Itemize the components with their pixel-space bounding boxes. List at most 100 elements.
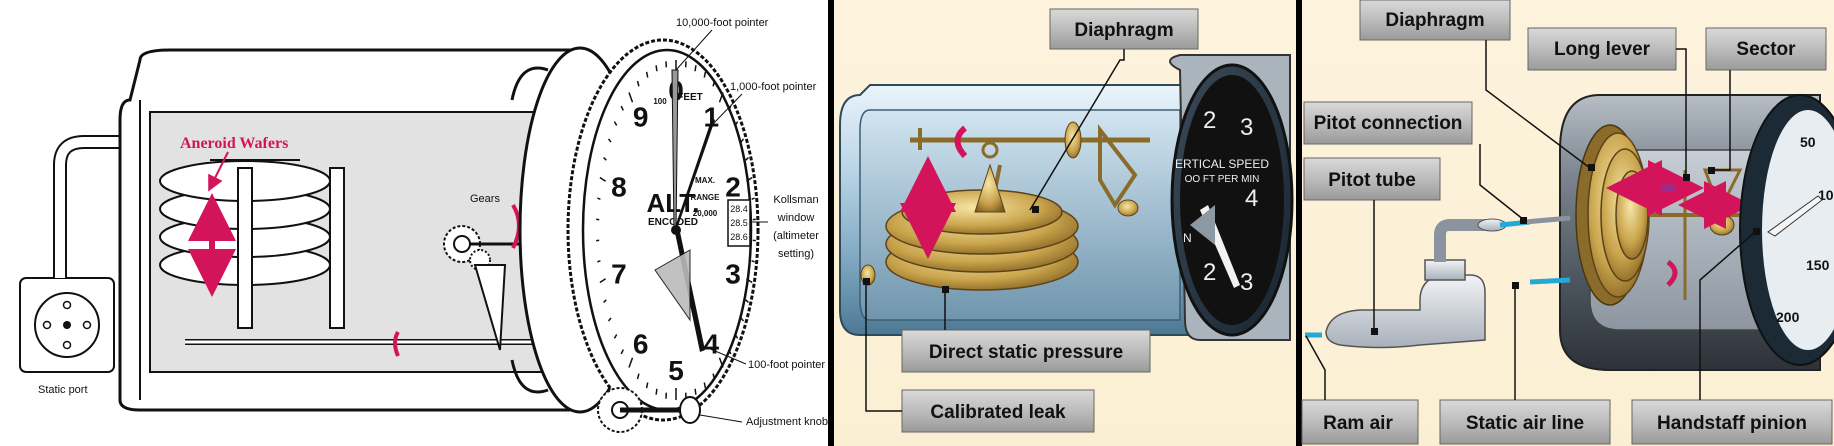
vsi-dial-number: 2	[1203, 107, 1216, 134]
vsi-dial: ERTICAL SPEED OO FT PER MIN 2 3 4 3 2 N	[1169, 54, 1294, 341]
label-pitot-connection: Pitot connection	[1303, 101, 1473, 145]
altimeter-bezel	[510, 38, 760, 422]
vsi-dial-number: 2	[1203, 259, 1216, 286]
label-direct-static-text: Direct static pressure	[929, 342, 1123, 363]
vsi-rotation-arrow-icon	[954, 125, 968, 159]
dial-tick	[636, 80, 640, 87]
dial-tick	[620, 349, 624, 355]
label-kollsman-1: Kollsman	[773, 194, 818, 206]
dial-tick	[728, 105, 732, 111]
label-ram-air: Ram air	[1301, 399, 1419, 445]
vsi-dial-number: 4	[1245, 185, 1258, 212]
altimeter-dial: 0123456789	[596, 60, 756, 400]
dial-tick	[718, 357, 724, 368]
dial-numeral: 5	[668, 355, 684, 386]
panel-airspeed: 50 100 150 200 Diaphragm Long lever	[1301, 0, 1834, 446]
vsi-dial-number: 3	[1240, 114, 1253, 141]
dial-encoded-text: ENCODED	[648, 217, 698, 228]
vsi-dial-n: N	[1183, 231, 1192, 245]
vsi-sector	[1098, 124, 1138, 209]
label-handstaff-pinion-text: Handstaff pinion	[1657, 413, 1807, 434]
dial-tick	[655, 65, 658, 72]
pitot-tube-icon	[1305, 215, 1571, 349]
label-calibrated-leak-text: Calibrated leak	[930, 402, 1066, 423]
dial-tick	[694, 388, 697, 395]
dial-tick	[603, 299, 607, 303]
dial-numeral: 6	[633, 328, 649, 359]
dial-tick	[694, 65, 697, 72]
label-handstaff-pinion: Handstaff pinion	[1631, 399, 1833, 445]
asi-dial-number: 100	[1818, 187, 1834, 203]
label-1000-foot-pointer: 1,000-foot pointer	[730, 81, 817, 93]
static-port-icon	[19, 277, 115, 373]
label-kollsman-4: setting)	[778, 248, 814, 260]
asi-dial-number: 150	[1806, 257, 1830, 273]
label-kollsman-3: (altimeter	[773, 230, 819, 242]
panel-altimeter: Aneroid Wafers Gears 0123456789 ALT. ENC…	[0, 0, 828, 446]
dial-hatch-wedge	[654, 249, 691, 322]
label-calibrated-leak: Calibrated leak	[901, 389, 1095, 433]
dial-tick	[751, 260, 755, 263]
dial-numeral: 8	[611, 172, 627, 203]
dial-tick	[703, 71, 707, 78]
dial-tick	[712, 80, 716, 87]
label-kollsman-2: window	[777, 212, 815, 224]
asi-dial-number: 200	[1776, 309, 1800, 325]
aneroid-wafers-label: Aneroid Wafers	[180, 135, 288, 152]
dial-tick	[620, 105, 624, 111]
dial-range-text: RANGE	[691, 193, 721, 202]
shaft-rotation-arrow-icon	[393, 330, 400, 357]
dial-numeral: 1	[704, 102, 720, 133]
dial-tick	[745, 299, 749, 303]
dial-tick	[655, 388, 658, 395]
panel-vertical-speed: ERTICAL SPEED OO FT PER MIN 2 3 4 3 2 N …	[834, 0, 1296, 446]
label-pitot-connection-text: Pitot connection	[1314, 113, 1463, 134]
label-diaphragm-text: Diaphragm	[1074, 20, 1173, 41]
label-pitot-tube-text: Pitot tube	[1328, 170, 1416, 191]
kollsman-value: 28.6	[730, 232, 748, 242]
label-long-lever: Long lever	[1527, 27, 1677, 71]
label-static-air-line: Static air line	[1439, 399, 1611, 445]
dial-tick	[597, 197, 601, 200]
dial-small-100: 100	[653, 97, 667, 106]
dial-tick	[751, 197, 755, 200]
label-diaphragm-2: Diaphragm	[1049, 8, 1199, 50]
label-long-lever-text: Long lever	[1554, 39, 1651, 60]
label-sector-text: Sector	[1736, 39, 1796, 60]
aneroid-wafers	[159, 159, 345, 329]
dial-numeral: 7	[611, 258, 627, 289]
label-static-air-line-text: Static air line	[1466, 413, 1584, 434]
dial-numeral: 3	[725, 258, 741, 289]
dial-max-text: MAX.	[695, 176, 715, 185]
dial-tick	[740, 138, 745, 143]
dial-tick	[603, 157, 607, 161]
label-ram-air-text: Ram air	[1323, 413, 1393, 434]
dial-numeral: 9	[633, 102, 649, 133]
dial-tick	[712, 373, 716, 380]
dial-tick	[745, 176, 753, 182]
label-diaphragm-3: Diaphragm	[1359, 0, 1511, 41]
dial-tick	[607, 317, 612, 322]
dial-range-value: 20,000	[693, 209, 718, 218]
aneroid-pointer-line	[208, 151, 229, 192]
dial-tick	[645, 71, 649, 78]
dial-tick	[597, 260, 601, 263]
asi-needle	[1767, 195, 1823, 237]
dial-numeral: 4	[704, 328, 720, 359]
label-pitot-tube: Pitot tube	[1303, 157, 1441, 201]
kollsman-value: 28.4	[730, 204, 748, 214]
label-adjustment-knob: Adjustment knob	[746, 416, 828, 428]
dial-numeral: 2	[725, 172, 741, 203]
kollsman-window: 28.4 28.5 28.6	[727, 199, 751, 247]
dial-tick	[599, 176, 607, 182]
label-static-port: Static port	[38, 384, 88, 396]
label-diaphragm-3-text: Diaphragm	[1385, 10, 1484, 31]
dial-tick	[734, 121, 739, 126]
adjustment-knob-icon	[597, 387, 701, 433]
vsi-dial-number: 3	[1240, 269, 1253, 296]
asi-rotation-arrow-icon	[1666, 259, 1678, 287]
dial-alt-text: ALT.	[647, 188, 700, 218]
dial-tick	[703, 382, 707, 389]
